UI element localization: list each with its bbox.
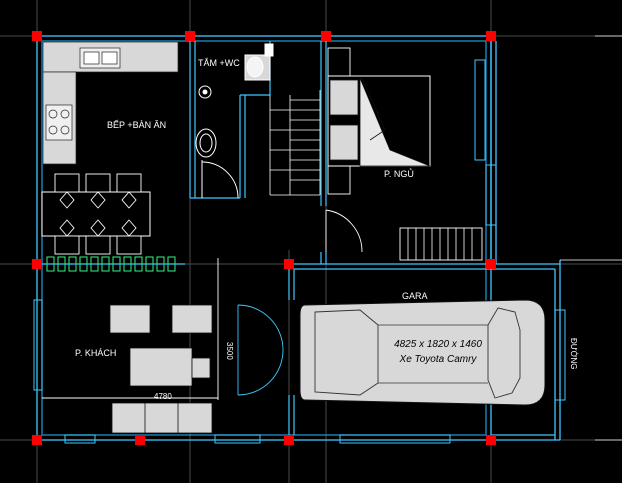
windows	[33, 59, 566, 444]
room-label-living: P. KHÁCH	[75, 348, 117, 358]
dimension-height: 3500	[225, 342, 234, 360]
car-outline	[299, 299, 546, 406]
room-label-kitchen: BẾP +BÀN ĂN	[107, 120, 167, 130]
dining-set	[41, 173, 151, 255]
dimension-width: 4780	[154, 392, 172, 401]
room-label-bedroom: P. NGỦ	[384, 169, 414, 179]
columns	[32, 31, 496, 445]
kitchen-counter	[42, 41, 179, 165]
room-label-bath: TẮM +WC	[198, 58, 240, 68]
living-doors	[42, 258, 284, 400]
bedroom-furniture	[325, 47, 483, 261]
green-railing	[46, 256, 176, 272]
interior-walls	[42, 36, 327, 440]
car-model: Xe Toyota Camry	[399, 354, 477, 365]
edge-marks	[560, 35, 622, 441]
staircase	[269, 90, 321, 196]
room-label-garage: GARA	[402, 291, 428, 301]
car-dimensions: 4825 x 1820 x 1460	[394, 339, 482, 350]
bathroom-fixtures	[195, 43, 274, 199]
street-label: ĐƯỜNG	[569, 338, 578, 370]
living-furniture	[109, 304, 213, 434]
outer-walls	[36, 35, 561, 441]
